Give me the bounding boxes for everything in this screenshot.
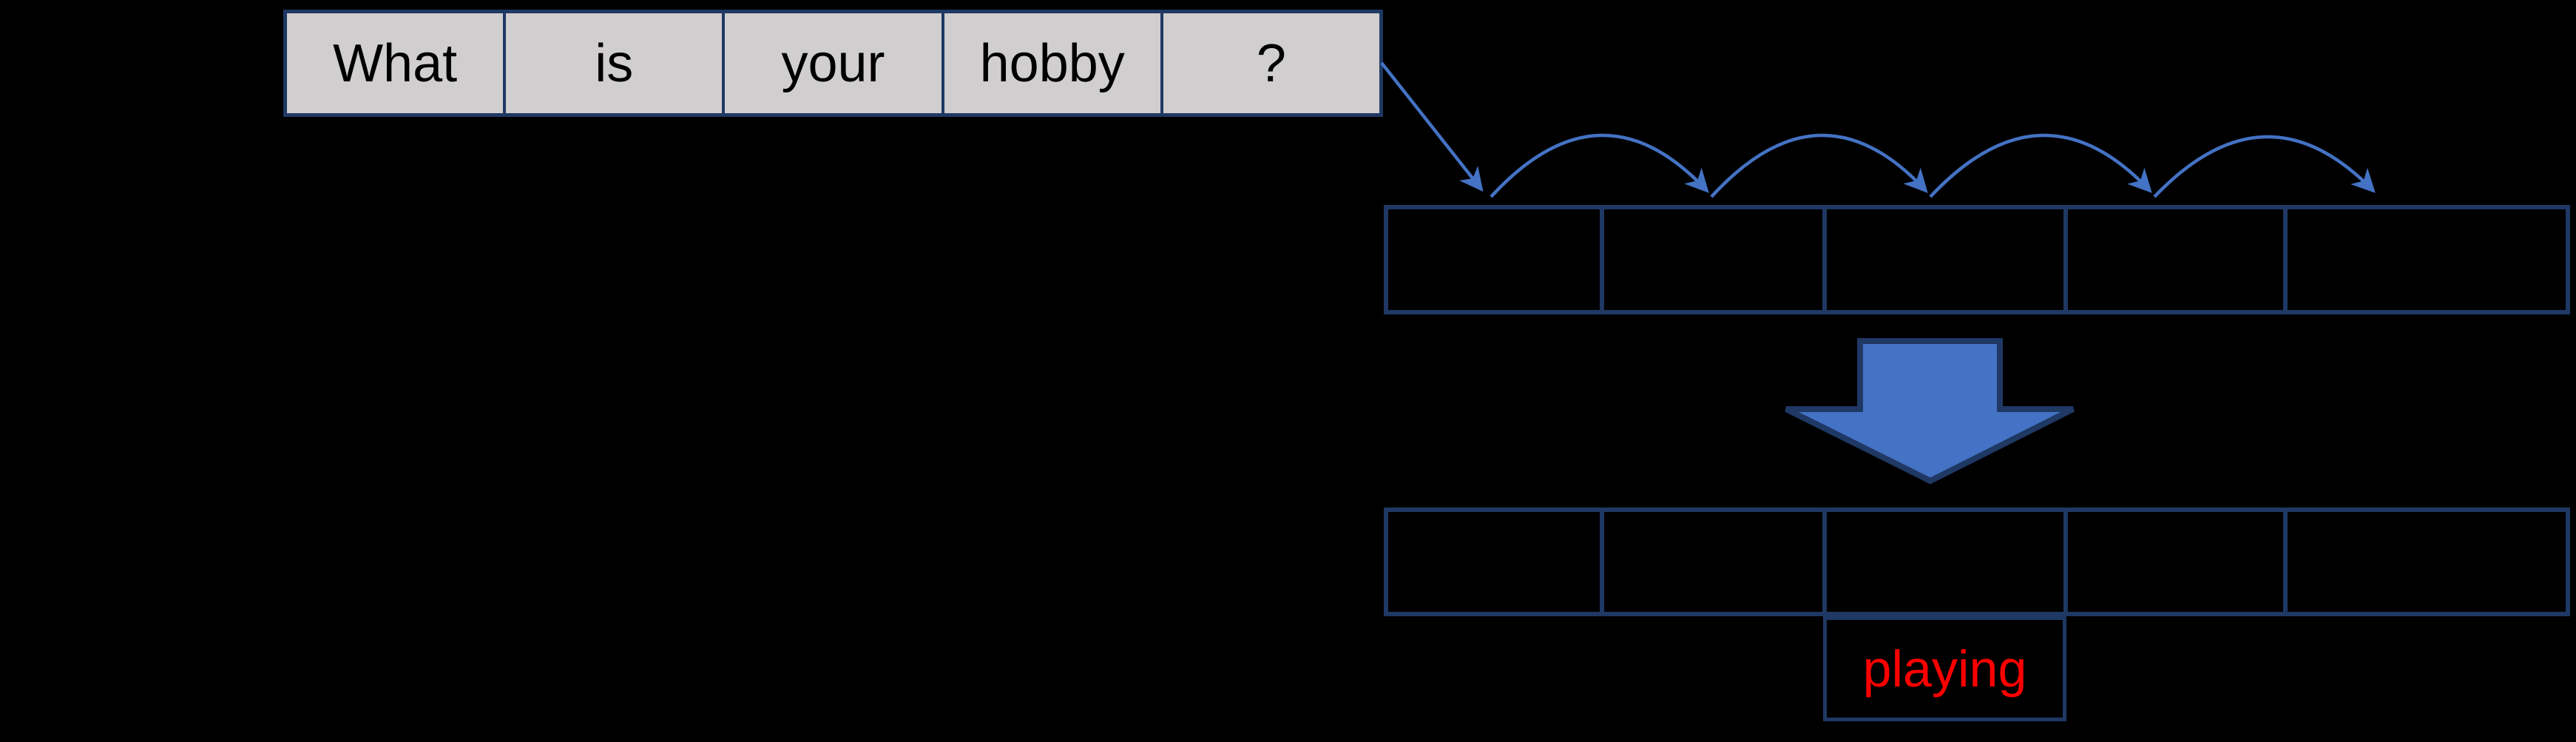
input-token-cell: What [287, 13, 504, 113]
input-token-cell: is [503, 13, 723, 113]
output-slot-cell [2282, 512, 2566, 612]
input-token-label: ? [1256, 33, 1286, 93]
token-slot-cell [1600, 209, 1822, 310]
token-slot-cell [1388, 209, 1600, 310]
output-slot-cell [1822, 512, 2064, 612]
sentence-to-slots-arrow-icon [1380, 61, 1484, 192]
input-token-cell: your [722, 13, 942, 113]
output-slot-cell [1600, 512, 1822, 612]
hop-arc-icon [1710, 133, 1928, 198]
token-slot-cell [1822, 209, 2064, 310]
token-slot-cell [2063, 209, 2282, 310]
input-token-label: is [595, 33, 634, 93]
hop-arc-icon [1929, 133, 2152, 198]
input-token-label: What [333, 33, 458, 93]
output-slot-cell [1388, 512, 1600, 612]
hop-arc-icon [2153, 135, 2376, 198]
input-token-cell: hobby [941, 13, 1160, 113]
prediction-box: playing [1823, 616, 2066, 721]
hop-arc-icon [1490, 133, 1709, 198]
input-token-cell: ? [1160, 13, 1380, 113]
input-sentence-row: What is your hobby ? [283, 10, 1383, 117]
input-token-label: your [781, 33, 885, 93]
token-slot-cell [2282, 209, 2566, 310]
output-slot-row [1384, 507, 2570, 616]
big-down-arrow-icon [1785, 338, 2075, 485]
input-token-label: hobby [979, 33, 1125, 93]
prediction-label: playing [1862, 640, 2027, 698]
token-slot-row [1384, 205, 2570, 314]
output-slot-cell [2063, 512, 2282, 612]
